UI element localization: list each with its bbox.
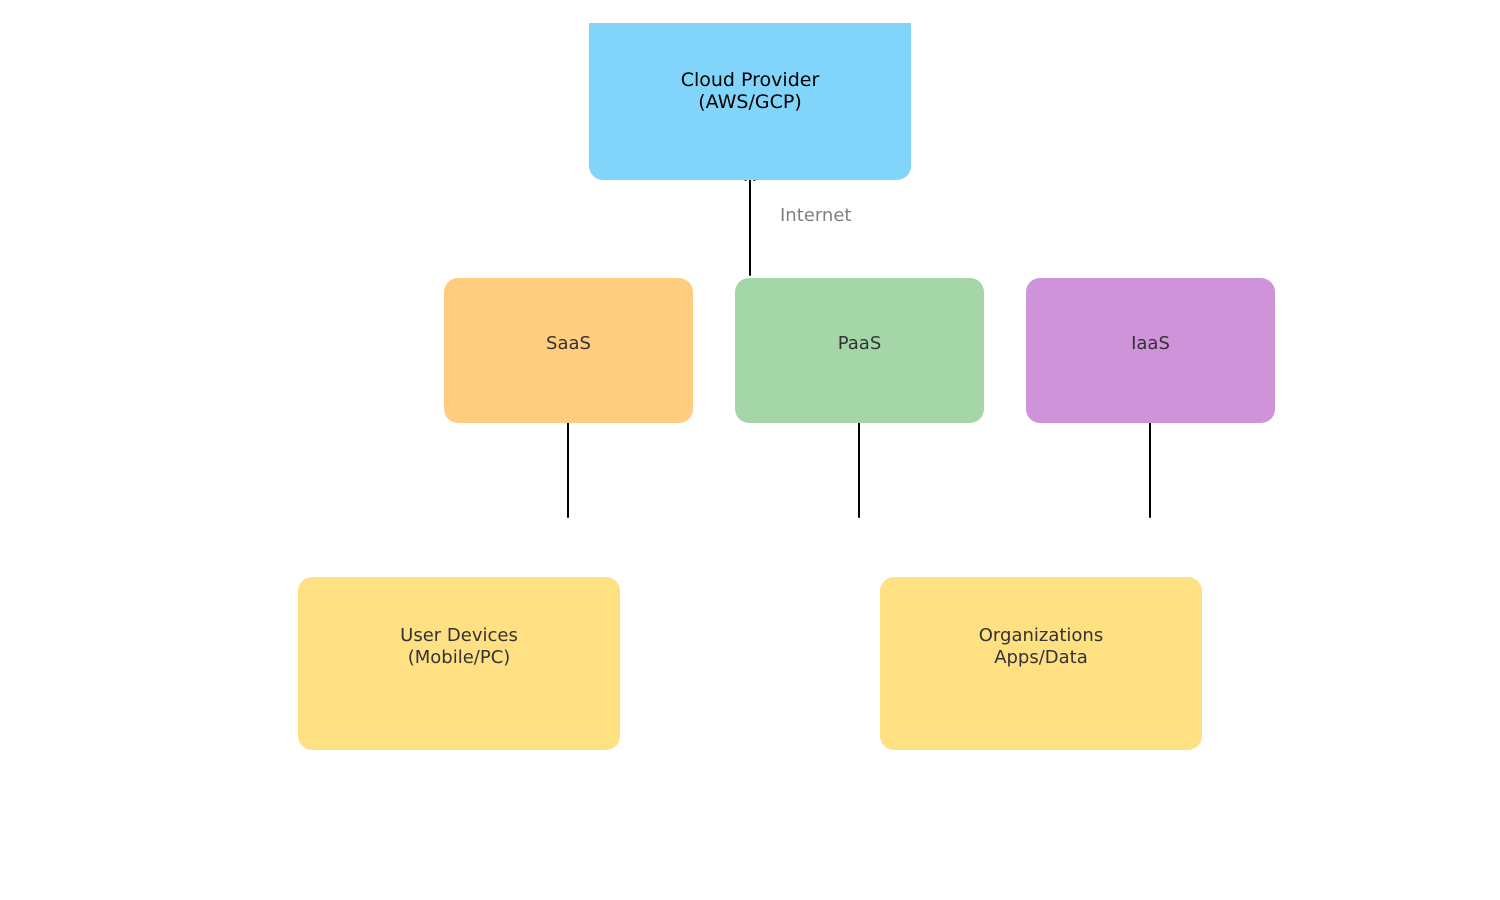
cloud-provider-label: Cloud Provider (AWS/GCP): [680, 69, 820, 113]
iaas-label: IaaS: [1131, 333, 1170, 354]
internet-edge-label: Internet: [780, 205, 852, 226]
organizations-node: Organizations Apps/Data: [880, 577, 1202, 750]
user-devices-node: User Devices (Mobile/PC): [298, 577, 620, 750]
saas-node: SaaS: [444, 278, 693, 423]
paas-label: PaaS: [837, 333, 882, 354]
arrow-orgs-to-paas: [853, 412, 865, 518]
organizations-label: Organizations Apps/Data: [978, 625, 1104, 668]
cloud-provider-node: Cloud Provider (AWS/GCP): [589, 23, 911, 180]
arrow-devices-to-saas: [562, 412, 574, 518]
arrow-orgs-to-iaas: [1144, 412, 1156, 518]
user-devices-label: User Devices (Mobile/PC): [400, 625, 518, 668]
arrow-paas-to-cloud: [744, 170, 756, 276]
paas-node: PaaS: [735, 278, 984, 423]
saas-label: SaaS: [546, 333, 591, 354]
iaas-node: IaaS: [1026, 278, 1275, 423]
